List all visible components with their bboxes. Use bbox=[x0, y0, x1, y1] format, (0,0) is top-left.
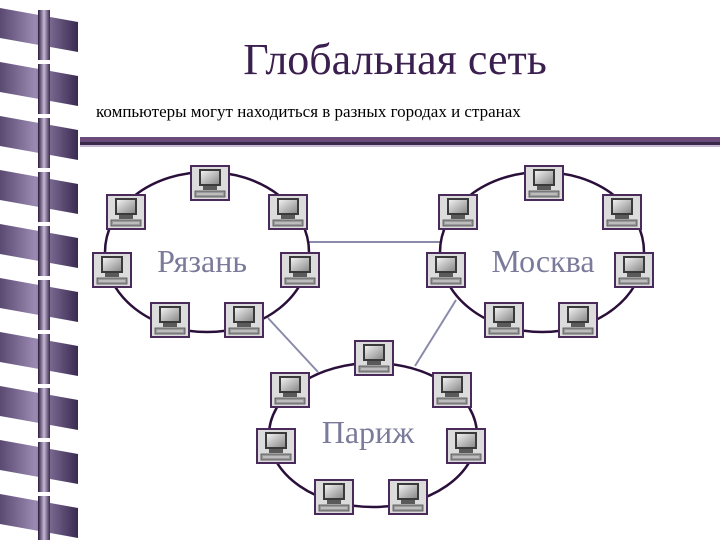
computer-icon bbox=[524, 165, 564, 201]
binding-ring bbox=[38, 388, 50, 438]
computer-icon bbox=[614, 252, 654, 288]
computer-icon bbox=[602, 194, 642, 230]
computer-icon bbox=[190, 165, 230, 201]
binding-ring bbox=[38, 172, 50, 222]
city-label-ryazan: Рязань bbox=[157, 243, 247, 279]
binding-ring bbox=[38, 496, 50, 540]
computer-icon bbox=[224, 302, 264, 338]
computer-icon bbox=[388, 479, 428, 515]
binding-ring bbox=[38, 334, 50, 384]
binding-ring bbox=[38, 442, 50, 492]
computer-icon bbox=[426, 252, 466, 288]
computer-icon bbox=[92, 252, 132, 288]
link-moskva-parizh bbox=[414, 299, 457, 367]
binding-ring bbox=[38, 10, 50, 60]
computer-icon bbox=[256, 428, 296, 464]
computer-icon bbox=[354, 340, 394, 376]
slide-title: Глобальная сеть bbox=[243, 35, 547, 84]
computer-icon bbox=[280, 252, 320, 288]
network-ryazan: Рязань bbox=[92, 165, 320, 338]
computer-icon bbox=[432, 372, 472, 408]
binding-ring bbox=[38, 118, 50, 168]
slide-subtitle: компьютеры могут находиться в разных гор… bbox=[96, 102, 521, 121]
computer-icon bbox=[446, 428, 486, 464]
link-ryazan-parizh bbox=[267, 317, 319, 373]
computer-icon bbox=[438, 194, 478, 230]
computer-icon bbox=[558, 302, 598, 338]
computer-icon bbox=[484, 302, 524, 338]
computer-icon bbox=[268, 194, 308, 230]
binding-ring bbox=[38, 226, 50, 276]
computer-icon bbox=[314, 479, 354, 515]
network-moskva: Москва bbox=[426, 165, 654, 338]
computer-icon bbox=[150, 302, 190, 338]
header-rule bbox=[80, 134, 720, 152]
computer-icon bbox=[270, 372, 310, 408]
city-label-moskva: Москва bbox=[491, 243, 594, 279]
binding-ring bbox=[38, 280, 50, 330]
network-parizh: Париж bbox=[256, 340, 486, 515]
binding-ring bbox=[38, 64, 50, 114]
city-label-parizh: Париж bbox=[322, 414, 415, 450]
computer-icon bbox=[106, 194, 146, 230]
binding-decoration bbox=[0, 8, 78, 540]
